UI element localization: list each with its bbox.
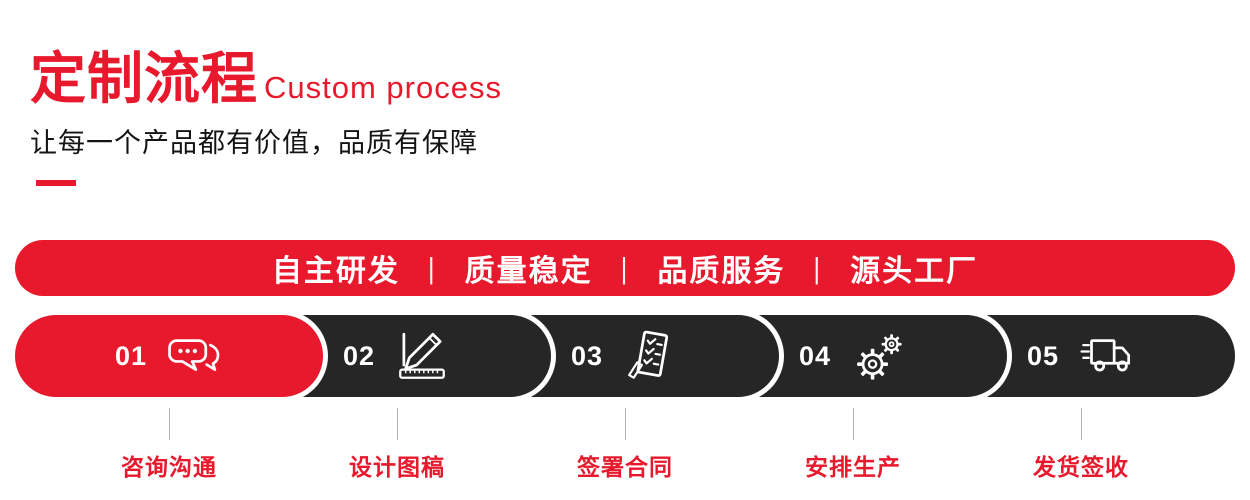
red-dash-divider	[36, 179, 76, 186]
page-subtitle: 让每一个产品都有价值，品质有保障	[30, 127, 478, 158]
process-steps: 01 02	[0, 310, 1250, 410]
banner-separator: |	[813, 250, 823, 285]
step-captions: 咨询沟通 设计图稿 签署合同 安排生产 发货签收	[55, 408, 1195, 482]
step-number-4: 04	[798, 340, 832, 371]
connector-line	[624, 408, 626, 440]
step-caption-4: 安排生产	[739, 408, 967, 482]
step-label-2: 设计图稿	[349, 454, 445, 480]
title-row: 定制流程 Custom process	[30, 47, 502, 110]
step-number-5: 05	[1026, 340, 1060, 371]
step-label-1: 咨询沟通	[121, 454, 217, 480]
step-caption-1: 咨询沟通	[55, 408, 283, 482]
page-title-en: Custom process	[264, 70, 502, 105]
step-pill-1: 01	[10, 310, 328, 402]
chat-bubbles-icon	[168, 339, 220, 371]
banner-separator: |	[427, 250, 437, 285]
connector-line	[1080, 408, 1082, 440]
step-caption-5: 发货签收	[967, 408, 1195, 482]
step-label-3: 签署合同	[577, 454, 673, 480]
design-ruler-pencil-icon	[399, 332, 445, 379]
banner-item-0: 自主研发	[271, 255, 400, 288]
step-number-3: 03	[570, 340, 604, 371]
step-label-4: 安排生产	[805, 454, 901, 480]
feature-banner: 自主研发 | 质量稳定 | 品质服务 | 源头工厂	[15, 240, 1235, 296]
page-title-cn: 定制流程	[30, 47, 258, 110]
banner-item-1: 质量稳定	[464, 255, 593, 288]
gears-icon	[857, 334, 902, 380]
banner-separator: |	[620, 250, 630, 285]
banner-item-3: 源头工厂	[850, 255, 979, 288]
connector-line	[396, 408, 398, 440]
step-number-1: 01	[114, 340, 148, 371]
contract-document-icon	[628, 330, 669, 379]
banner-item-2: 品质服务	[657, 255, 786, 288]
step-label-5: 发货签收	[1033, 454, 1129, 480]
connector-line	[168, 408, 170, 440]
delivery-truck-icon	[1080, 339, 1131, 372]
header: 定制流程 Custom process 让每一个产品都有价值，品质有保障	[30, 47, 502, 186]
connector-line	[852, 408, 854, 440]
step-caption-2: 设计图稿	[283, 408, 511, 482]
step-number-2: 02	[342, 340, 376, 371]
step-caption-3: 签署合同	[511, 408, 739, 482]
